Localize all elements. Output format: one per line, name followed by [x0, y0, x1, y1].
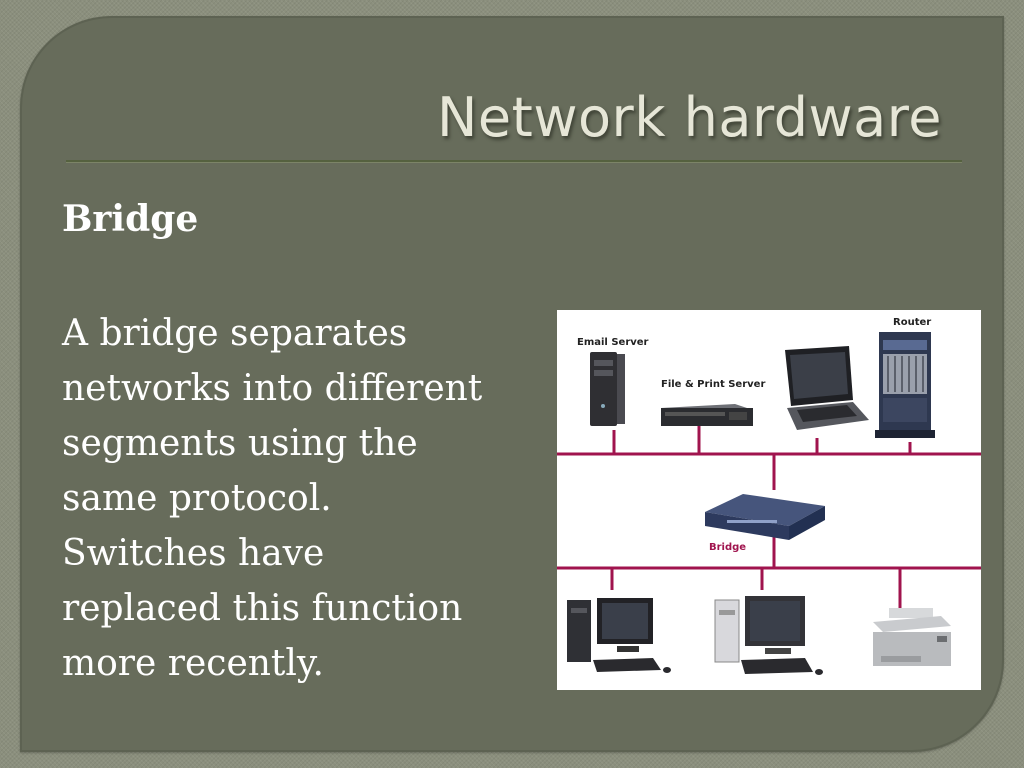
body-line: same protocol. — [62, 478, 332, 519]
slide-subheading: Bridge — [62, 198, 199, 240]
body-line: more recently. — [62, 643, 324, 684]
body-line: A bridge separates — [62, 313, 408, 354]
body-line: segments using the — [62, 423, 418, 464]
title-divider — [66, 160, 962, 163]
router-icon — [875, 332, 935, 438]
desktop-computer-icon — [714, 596, 823, 675]
network-lines — [557, 426, 981, 608]
laptop-icon — [785, 346, 869, 430]
email-server-label: Email Server — [577, 337, 649, 348]
bridge-network-diagram: Email Server File & Print Server Router … — [557, 310, 981, 690]
slide-title: Network hardware — [437, 86, 942, 149]
router-label: Router — [893, 317, 931, 328]
body-line: networks into different — [62, 368, 483, 409]
bridge-icon — [705, 494, 825, 540]
slide-body: A bridge separates networks into differe… — [62, 306, 562, 691]
body-line: replaced this function — [62, 588, 463, 629]
bridge-label: Bridge — [709, 542, 746, 553]
printer-icon — [873, 608, 951, 666]
desktop-computer-icon — [567, 598, 671, 673]
slide-panel: Network hardware Bridge A bridge separat… — [20, 16, 1004, 752]
file-print-server-icon — [661, 404, 753, 426]
email-server-icon — [590, 352, 625, 426]
body-line: Switches have — [62, 533, 325, 574]
file-print-server-label: File & Print Server — [661, 379, 765, 390]
